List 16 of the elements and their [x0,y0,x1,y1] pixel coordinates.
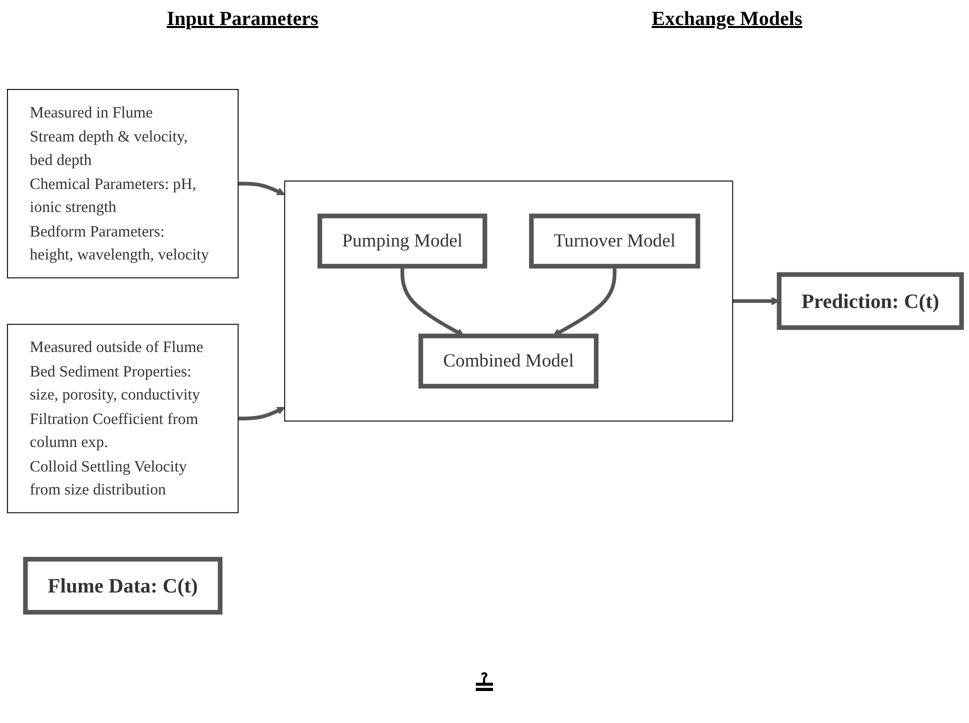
column-heading: Input Parameters [166,8,318,31]
node-box: Turnover Model [529,214,700,269]
node-box: Prediction: C(t) [776,272,964,330]
arrow [400,266,464,336]
node-box: Combined Model [418,334,598,389]
arrow [238,182,286,196]
node-box: Flume Data: C(t) [23,557,222,615]
node-box: Measured in Flume Stream depth & velocity, bed depth Chemical Parameters: pH, ionic strength Bedform Parameters: height, wavelength, velocity [6,89,239,278]
arrow [552,266,616,336]
node-box: Measured outside of Flume Bed Sediment Properties: size, porosity, conductivity Filtration Coefficient from column exp. Colloid Settling Velocity from size distribution [6,324,239,514]
cluster [284,180,734,422]
approx-equal-sign: ≟ [474,672,496,701]
arrow [732,297,780,306]
column-heading: Exchange Models [652,8,802,31]
arrow [238,407,286,421]
node-box: Pumping Model [317,214,488,269]
